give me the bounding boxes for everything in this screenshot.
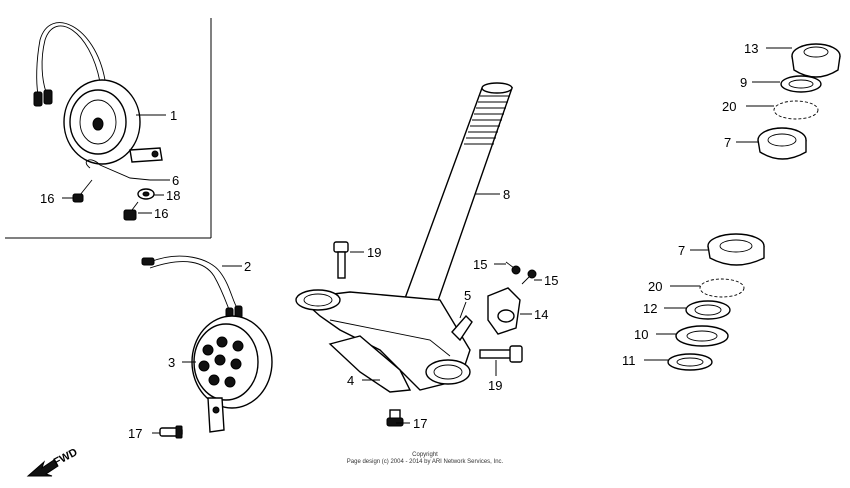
label-part-1: 1 bbox=[170, 108, 177, 123]
fitting-17b bbox=[386, 409, 404, 427]
label-part-15a: 15 bbox=[473, 257, 487, 272]
label-part-6: 6 bbox=[172, 173, 179, 188]
copyright-line: Copyright bbox=[412, 452, 438, 458]
screw-15a bbox=[505, 261, 521, 275]
label-part-19b: 19 bbox=[488, 378, 502, 393]
bearing-stack-lower bbox=[667, 233, 765, 371]
label-part-5: 5 bbox=[464, 288, 471, 303]
label-part-8: 8 bbox=[503, 187, 510, 202]
leader-lines bbox=[62, 47, 792, 434]
inset-frame bbox=[5, 18, 212, 239]
label-part-4: 4 bbox=[347, 373, 354, 388]
label-part-17a: 17 bbox=[128, 426, 142, 441]
label-part-20a: 20 bbox=[722, 99, 736, 114]
copyright-notice: Page design (c) 2004 - 2014 by ARI Netwo… bbox=[346, 459, 504, 465]
cover-4 bbox=[328, 335, 412, 393]
horn-lower bbox=[191, 315, 273, 433]
label-part-9: 9 bbox=[740, 75, 747, 90]
part-labels: 1 6 18 16 16 2 3 17 8 19 15 15 5 14 4 19… bbox=[40, 41, 758, 441]
label-part-2: 2 bbox=[244, 259, 251, 274]
bearing-stack-upper bbox=[757, 43, 841, 160]
label-part-16a: 16 bbox=[40, 191, 54, 206]
bolt-19b bbox=[479, 345, 523, 363]
label-part-16b: 16 bbox=[154, 206, 168, 221]
label-part-10: 10 bbox=[634, 327, 648, 342]
label-part-20b: 20 bbox=[648, 279, 662, 294]
steering-stem-8 bbox=[399, 82, 513, 319]
washer-18 bbox=[137, 188, 155, 200]
wire-harness-2 bbox=[141, 255, 243, 321]
label-part-15b: 15 bbox=[544, 273, 558, 288]
label-part-13: 13 bbox=[744, 41, 758, 56]
label-part-11: 11 bbox=[622, 353, 636, 368]
lower-bracket bbox=[295, 289, 471, 391]
bracket-6 bbox=[85, 159, 151, 181]
bolt-19a bbox=[333, 241, 349, 279]
guide-14 bbox=[487, 287, 521, 335]
label-part-7a: 7 bbox=[724, 135, 731, 150]
label-part-18: 18 bbox=[166, 188, 180, 203]
bolt-16b bbox=[123, 201, 139, 221]
horn-upper bbox=[33, 22, 163, 165]
bolt-16a bbox=[72, 179, 93, 203]
screw-15b bbox=[521, 269, 537, 285]
bolt-17a bbox=[159, 425, 183, 439]
label-part-19a: 19 bbox=[367, 245, 381, 260]
label-part-12: 12 bbox=[643, 301, 657, 316]
label-part-7b: 7 bbox=[678, 243, 685, 258]
label-part-14: 14 bbox=[534, 307, 548, 322]
label-part-17b: 17 bbox=[413, 416, 427, 431]
clip-5 bbox=[451, 314, 473, 342]
label-part-3: 3 bbox=[168, 355, 175, 370]
